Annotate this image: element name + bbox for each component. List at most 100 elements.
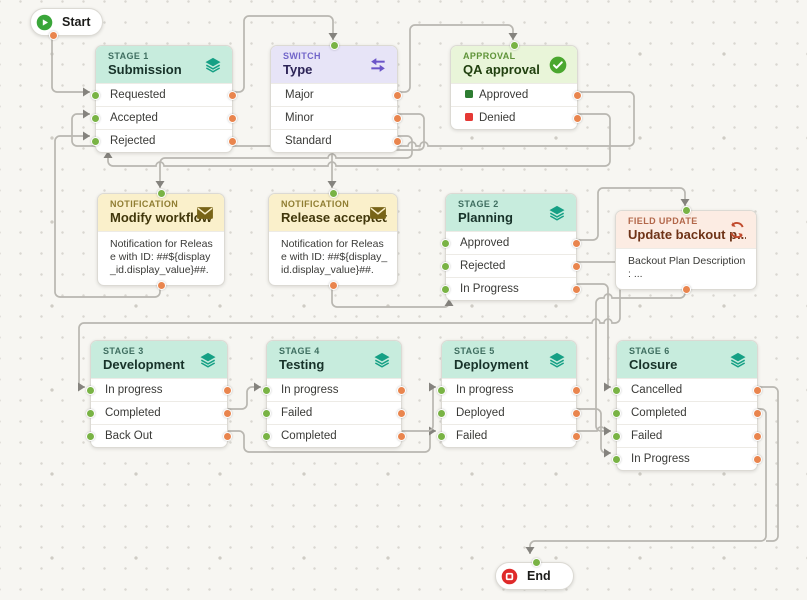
- output-port-bottom[interactable]: [156, 281, 166, 290]
- stage-6-closure-row-completed[interactable]: Completed: [612, 401, 762, 424]
- stage-5-deployment-row-in-progress[interactable]: In progress: [437, 378, 581, 401]
- stage-3-development-row-back-out[interactable]: Back Out: [86, 424, 232, 447]
- input-port[interactable]: [437, 431, 446, 441]
- approval-qa-row-approved[interactable]: Approved: [451, 83, 582, 106]
- stage-5-deployment-row-deployed[interactable]: Deployed: [437, 401, 581, 424]
- stage-1-submission-row-accepted[interactable]: Accepted: [91, 106, 237, 129]
- output-port[interactable]: [393, 136, 402, 146]
- output-port-bottom[interactable]: [681, 285, 691, 294]
- output-port[interactable]: [572, 261, 581, 271]
- node-body-text: Backout Plan Description : ...: [616, 248, 756, 289]
- row-label: In progress: [105, 384, 163, 396]
- start-node[interactable]: Start: [30, 8, 104, 40]
- input-port[interactable]: [612, 408, 621, 418]
- output-port[interactable]: [572, 431, 581, 441]
- input-port-top[interactable]: [329, 41, 339, 50]
- stage-4-testing-row-completed[interactable]: Completed: [262, 424, 406, 447]
- switch-type-row-major[interactable]: Major: [271, 83, 402, 106]
- stage-2-planning-row-rejected[interactable]: Rejected: [441, 254, 581, 277]
- output-port[interactable]: [397, 408, 406, 418]
- output-port[interactable]: [228, 90, 237, 100]
- output-port-bottom[interactable]: [328, 281, 338, 290]
- output-port[interactable]: [753, 385, 762, 395]
- start-output-port[interactable]: [49, 31, 58, 40]
- approval-qa-row-denied[interactable]: Denied: [451, 106, 582, 129]
- arrowhead-icon: [83, 87, 90, 97]
- input-port[interactable]: [86, 431, 95, 441]
- stage-6-closure-row-cancelled[interactable]: Cancelled: [612, 378, 762, 401]
- stage-2-planning-row-approved[interactable]: Approved: [441, 231, 581, 254]
- input-port[interactable]: [262, 431, 271, 441]
- arrowhead-icon: [508, 33, 518, 40]
- output-port[interactable]: [393, 90, 402, 100]
- stage-3-development-row-completed[interactable]: Completed: [86, 401, 232, 424]
- stage-1-submission-row-rejected[interactable]: Rejected: [91, 129, 237, 152]
- output-port[interactable]: [223, 408, 232, 418]
- status-bullet: [465, 89, 473, 98]
- play-icon: [36, 14, 53, 31]
- input-port[interactable]: [441, 238, 450, 248]
- input-port-top[interactable]: [328, 189, 338, 198]
- output-port[interactable]: [397, 431, 406, 441]
- output-port[interactable]: [573, 113, 582, 123]
- output-port[interactable]: [753, 431, 762, 441]
- output-port[interactable]: [573, 90, 582, 100]
- input-port[interactable]: [612, 454, 621, 464]
- output-port[interactable]: [228, 113, 237, 123]
- output-port[interactable]: [572, 408, 581, 418]
- input-port[interactable]: [437, 385, 446, 395]
- input-port[interactable]: [262, 385, 271, 395]
- stage-4-testing-row-in-progress[interactable]: In progress: [262, 378, 406, 401]
- input-port[interactable]: [612, 385, 621, 395]
- input-port[interactable]: [91, 113, 100, 123]
- input-port[interactable]: [91, 90, 100, 100]
- output-port[interactable]: [228, 136, 237, 146]
- output-port[interactable]: [223, 385, 232, 395]
- stage-2-planning-row-in-progress[interactable]: In Progress: [441, 277, 581, 300]
- end-input-port[interactable]: [532, 558, 542, 567]
- output-port[interactable]: [397, 385, 406, 395]
- output-port[interactable]: [393, 113, 402, 123]
- output-port[interactable]: [572, 385, 581, 395]
- input-port[interactable]: [441, 284, 450, 294]
- row-label: Minor: [285, 112, 314, 124]
- input-port-top[interactable]: [681, 206, 691, 215]
- stage-6-closure-row-failed[interactable]: Failed: [612, 424, 762, 447]
- stage-6-closure-row-in-progress[interactable]: In Progress: [612, 447, 762, 470]
- input-port[interactable]: [437, 408, 446, 418]
- stage-4-testing-row-failed[interactable]: Failed: [262, 401, 406, 424]
- stage-1-submission-row-requested[interactable]: Requested: [91, 83, 237, 106]
- switch-type-row-minor[interactable]: Minor: [271, 106, 402, 129]
- arrowhead-icon: [327, 181, 337, 188]
- output-port[interactable]: [753, 408, 762, 418]
- output-port[interactable]: [753, 454, 762, 464]
- layers-icon: [198, 350, 218, 370]
- end-node[interactable]: End: [495, 558, 574, 590]
- stage-3-development-row-in-progress[interactable]: In progress: [86, 378, 232, 401]
- switch-type-row-standard[interactable]: Standard: [271, 129, 402, 152]
- output-port[interactable]: [223, 431, 232, 441]
- input-port-top[interactable]: [156, 189, 166, 198]
- output-port[interactable]: [572, 238, 581, 248]
- stage-5-deployment-row-failed[interactable]: Failed: [437, 424, 581, 447]
- input-port[interactable]: [612, 431, 621, 441]
- input-port[interactable]: [91, 136, 100, 146]
- input-port[interactable]: [86, 385, 95, 395]
- output-port[interactable]: [572, 284, 581, 294]
- input-port[interactable]: [86, 408, 95, 418]
- input-port[interactable]: [262, 408, 271, 418]
- input-port[interactable]: [441, 261, 450, 271]
- input-port-top[interactable]: [509, 41, 519, 50]
